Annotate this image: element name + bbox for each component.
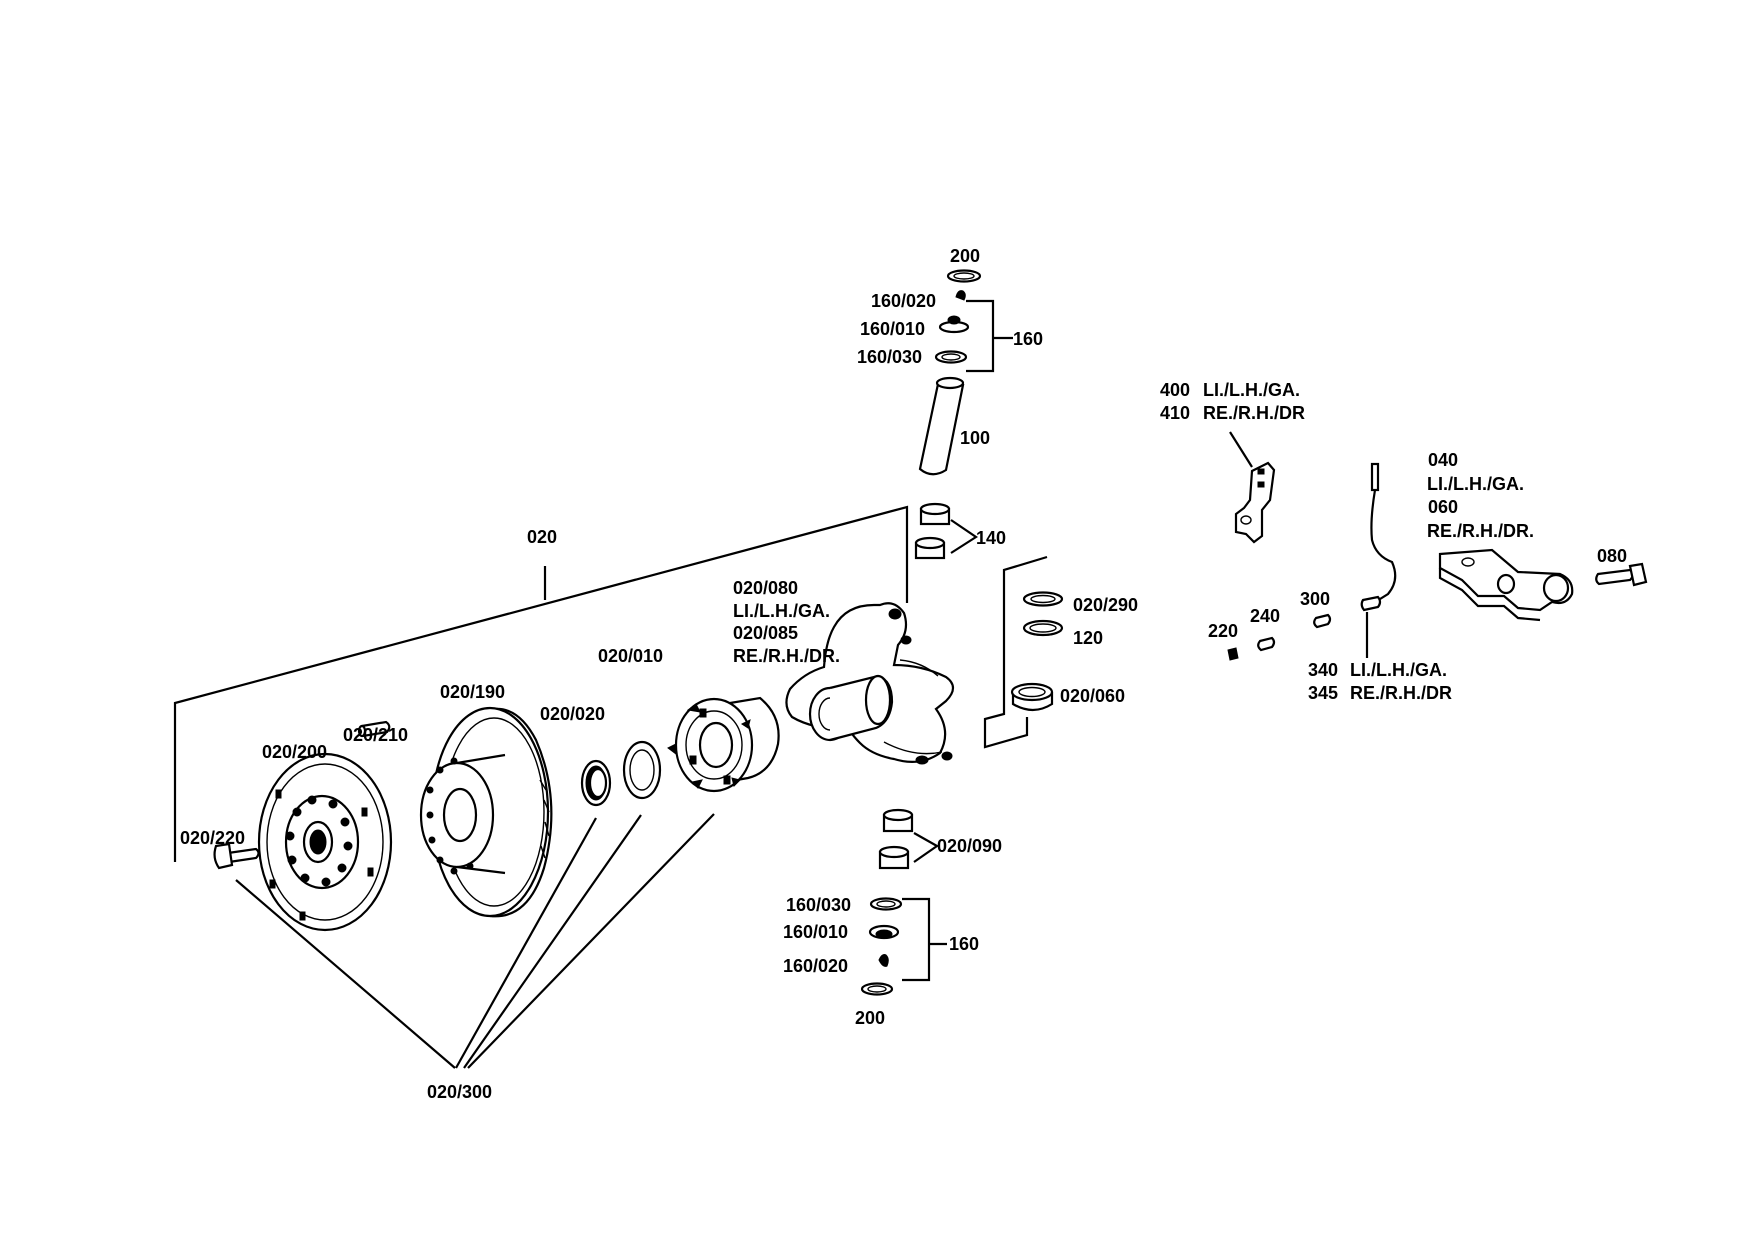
label-020-085: 020/085: [733, 623, 798, 643]
part-240: [1257, 636, 1276, 652]
label-re-rh-dr-410: RE./R.H./DR: [1203, 403, 1305, 423]
steering-knuckle: [785, 602, 955, 765]
label-345: 345: [1308, 683, 1338, 703]
label-160-020-top: 160/020: [871, 291, 936, 311]
part-220: [1227, 647, 1239, 661]
label-200-bot: 200: [855, 1008, 885, 1028]
label-020: 020: [527, 527, 557, 547]
part-300: [1313, 613, 1332, 629]
callout-labels: 200 160/020 160/010 160/030 160 100 140 …: [180, 246, 1627, 1102]
label-020-080: 020/080: [733, 578, 798, 598]
label-re-rh-dr-060: RE./R.H./DR.: [1427, 521, 1534, 541]
label-020-210: 020/210: [343, 725, 408, 745]
label-020-020: 020/020: [540, 704, 605, 724]
caliper-carrier-040-060: [1438, 548, 1574, 622]
leader-lines: [173, 299, 1369, 1069]
bottom-seal-ring-200: [860, 982, 894, 996]
seal-020-300-inner: [580, 759, 612, 807]
label-340: 340: [1308, 660, 1338, 680]
label-160-030-top: 160/030: [857, 347, 922, 367]
cap-160-010-top: [938, 315, 970, 334]
label-240: 240: [1250, 606, 1280, 626]
label-020-300: 020/300: [427, 1082, 492, 1102]
label-li-lh-ga-080: LI./L.H./GA.: [733, 601, 830, 621]
ring-160-030-bottom: [869, 897, 903, 911]
bushing-140: [914, 502, 951, 560]
label-020-220: 020/220: [180, 828, 245, 848]
grease-nipple-160-020-bottom: [878, 954, 889, 967]
label-300: 300: [1300, 589, 1330, 609]
sensor-cable-340-345: [1360, 462, 1397, 612]
label-160-bot: 160: [949, 934, 979, 954]
label-200-top: 200: [950, 246, 980, 266]
label-040: 040: [1428, 450, 1458, 470]
wheel-hub-020-200: [257, 752, 393, 932]
label-020-200: 020/200: [262, 742, 327, 762]
bushing-020-060: [1010, 682, 1054, 712]
label-080: 080: [1597, 546, 1627, 566]
label-220: 220: [1208, 621, 1238, 641]
label-100: 100: [960, 428, 990, 448]
label-410: 410: [1160, 403, 1190, 423]
label-060: 060: [1428, 497, 1458, 517]
label-re-rh-dr-085: RE./R.H./DR.: [733, 646, 840, 666]
bolt-080: [1595, 562, 1648, 587]
ring-020-020: [622, 740, 662, 800]
brake-disc-020-190: [419, 706, 553, 918]
label-li-lh-ga-040: LI./L.H./GA.: [1427, 474, 1524, 494]
label-020-190: 020/190: [440, 682, 505, 702]
label-400: 400: [1160, 380, 1190, 400]
sensor-bracket-400-410: [1234, 461, 1276, 544]
bushing-020-090: [878, 808, 914, 870]
top-seal-ring-200: [946, 269, 982, 283]
label-re-rh-dr-345: RE./R.H./DR: [1350, 683, 1452, 703]
label-160-top: 160: [1013, 329, 1043, 349]
label-020-060: 020/060: [1060, 686, 1125, 706]
label-li-lh-ga-400: LI./L.H./GA.: [1203, 380, 1300, 400]
label-160-020-bot: 160/020: [783, 956, 848, 976]
grease-nipple-160-020-top: [955, 290, 966, 301]
kingpin-100: [918, 376, 965, 476]
label-160-030-bot: 160/030: [786, 895, 851, 915]
label-020-010: 020/010: [598, 646, 663, 666]
seal-020-290: [1022, 591, 1064, 607]
label-160-010-top: 160/010: [860, 319, 925, 339]
label-120: 120: [1073, 628, 1103, 648]
bolt-020-220: [213, 842, 260, 870]
label-020-090: 020/090: [937, 836, 1002, 856]
cap-160-010-bottom: [868, 924, 900, 940]
ring-160-030-top: [934, 350, 968, 364]
bearing-unit-020-010: [667, 696, 780, 793]
label-li-lh-ga-340: LI./L.H./GA.: [1350, 660, 1447, 680]
label-140: 140: [976, 528, 1006, 548]
ring-120: [1022, 619, 1064, 637]
label-020-290: 020/290: [1073, 595, 1138, 615]
label-160-010-bot: 160/010: [783, 922, 848, 942]
stud-020-210: [357, 720, 391, 738]
